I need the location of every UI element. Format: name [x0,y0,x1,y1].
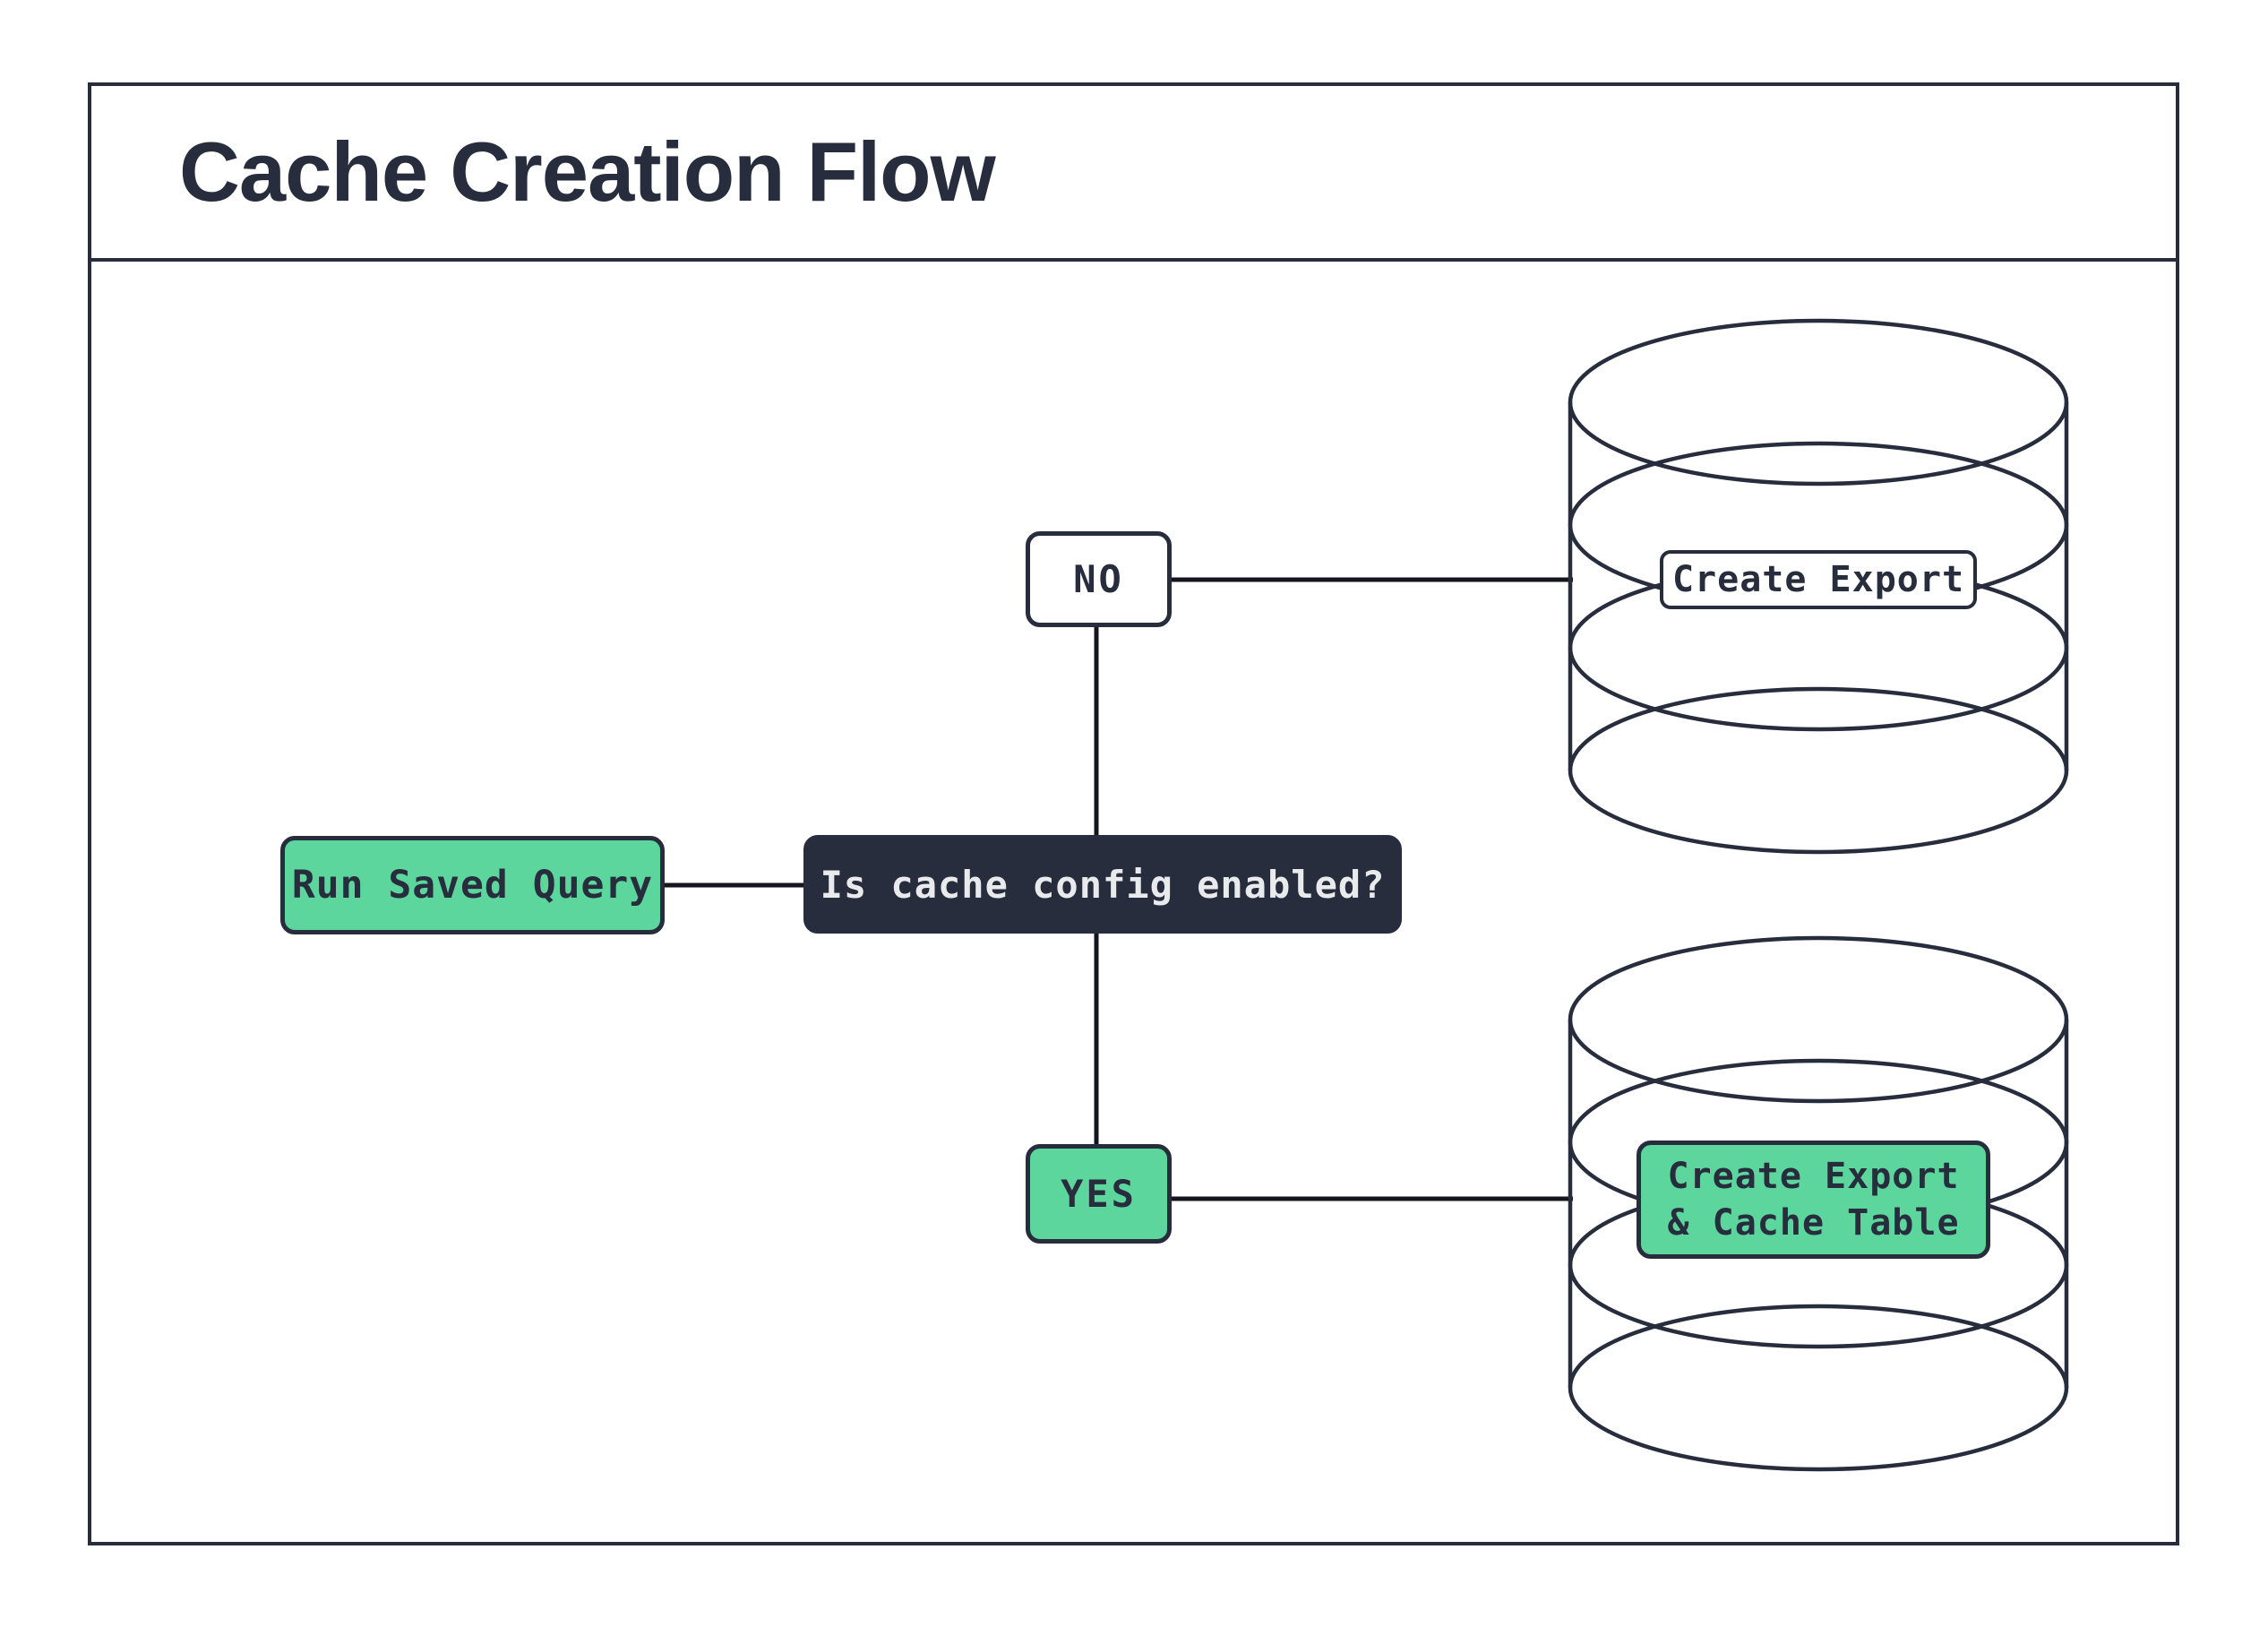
node-cache-config-decision-label: Is cache config enabled? [820,862,1386,907]
database-icon-export [1568,318,2069,855]
node-create-export-cache-table: Create Export & Cache Table [1637,1141,1990,1259]
connector-lines [665,577,1573,1201]
node-yes-branch: YES [1026,1144,1172,1244]
database-icon-export-cache [1568,935,2069,1472]
node-cache-config-decision: Is cache config enabled? [803,835,1402,934]
node-no-branch-label: NO [1073,557,1124,601]
node-create-export-cache-table-line2: & Cache Table [1667,1202,1960,1244]
node-no-branch: NO [1026,531,1172,627]
title-bar: Cache Creation Flow [88,82,2179,262]
node-create-export-label: Create Export [1671,559,1965,600]
node-run-saved-query: Run Saved Query [280,836,665,934]
node-create-export: Create Export [1660,550,1977,609]
node-yes-branch-label: YES [1061,1172,1137,1216]
node-run-saved-query-label: Run Saved Query [291,863,654,908]
page-title: Cache Creation Flow [179,125,996,219]
node-create-export-cache-table-line1: Create Export [1667,1156,1960,1197]
